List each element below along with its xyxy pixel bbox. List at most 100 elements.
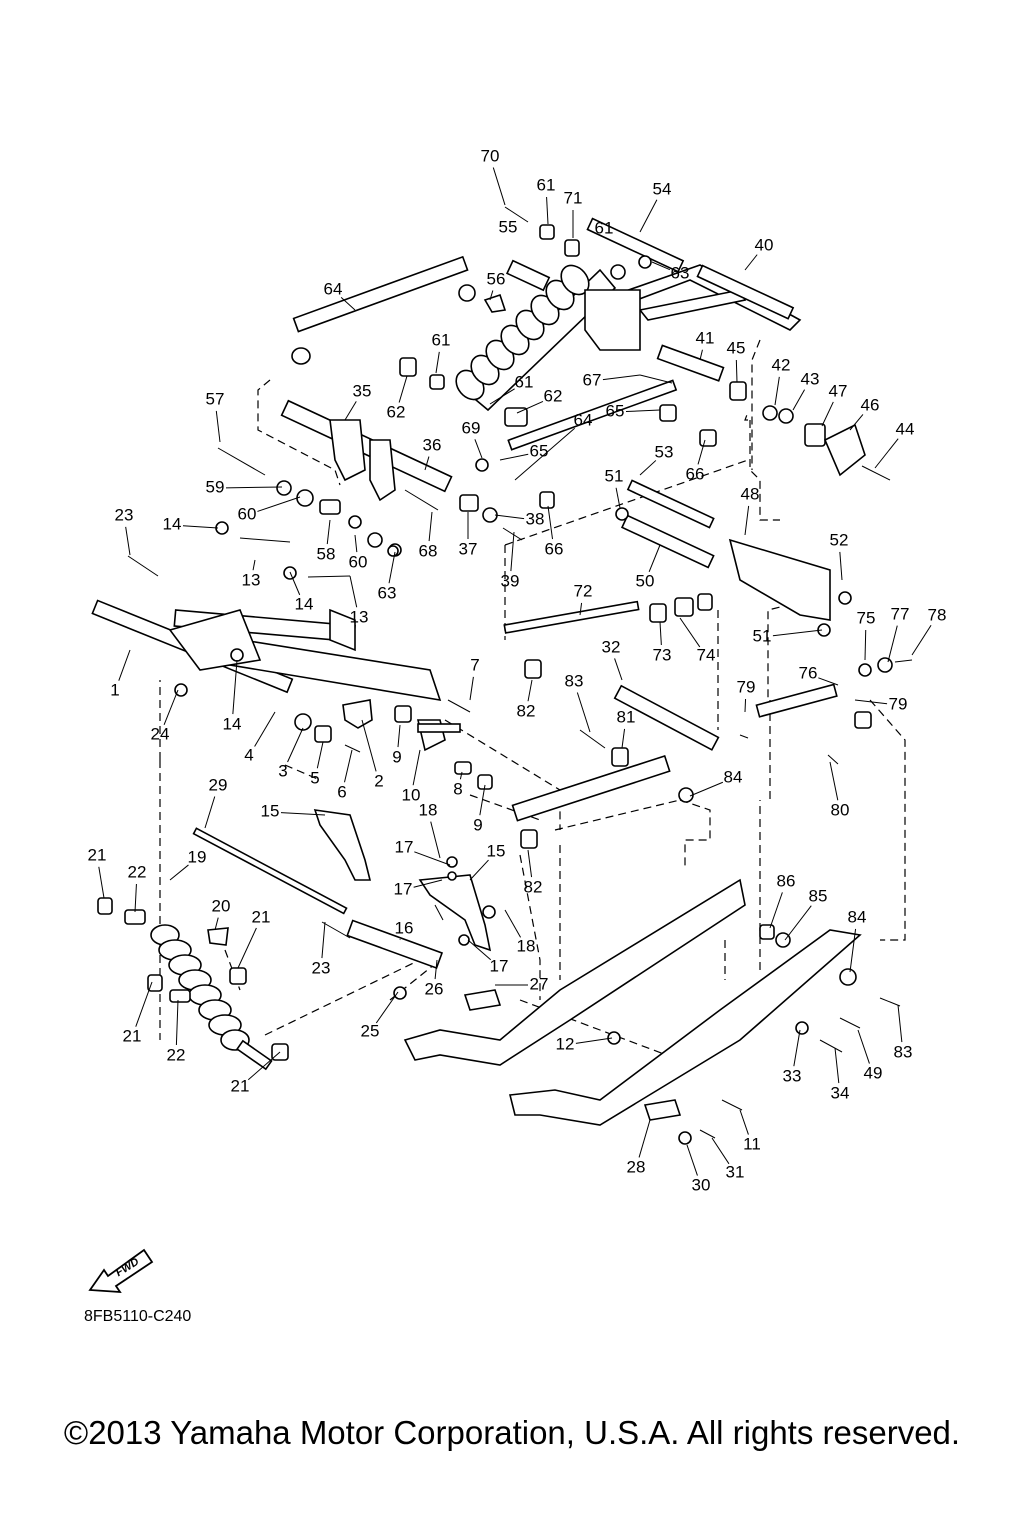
callout-17: 17 <box>395 837 414 856</box>
callout-83: 83 <box>894 1042 913 1061</box>
callout-43: 43 <box>801 369 820 388</box>
leader-line <box>459 771 463 780</box>
leader-line <box>639 460 657 476</box>
callout-74: 74 <box>697 645 716 664</box>
leader-line <box>849 928 857 973</box>
callout-65: 65 <box>606 401 625 420</box>
leader-line <box>492 167 506 206</box>
leader-line <box>232 659 238 715</box>
leader-line <box>412 749 421 786</box>
leader-line <box>474 439 483 459</box>
callout-51: 51 <box>753 626 772 645</box>
callout-61: 61 <box>537 175 556 194</box>
callout-28: 28 <box>627 1157 646 1176</box>
callout-68: 68 <box>419 541 438 560</box>
copyright-notice: ©2013 Yamaha Motor Corporation, U.S.A. A… <box>63 1414 961 1451</box>
callout-36: 36 <box>423 435 442 454</box>
leader-line <box>834 1047 840 1084</box>
callout-1: 1 <box>110 680 119 699</box>
callout-60: 60 <box>238 504 257 523</box>
leader-line <box>321 921 326 959</box>
leader-line <box>839 551 843 581</box>
leader-line <box>744 698 747 713</box>
leader-line <box>744 254 758 271</box>
callout-38: 38 <box>526 509 545 528</box>
callout-21: 21 <box>252 907 271 926</box>
leader-line <box>169 864 189 881</box>
callout-41: 41 <box>696 328 715 347</box>
leader-line <box>793 1029 801 1067</box>
leader-line <box>614 658 623 681</box>
callout-60: 60 <box>349 552 368 571</box>
leader-line <box>316 741 324 769</box>
callout-67: 67 <box>583 370 602 389</box>
callout-79: 79 <box>737 677 756 696</box>
callout-61: 61 <box>432 330 451 349</box>
leader-line <box>547 505 554 540</box>
callout-51: 51 <box>605 466 624 485</box>
callout-64: 64 <box>324 279 343 298</box>
leader-line <box>163 689 179 725</box>
callout-18: 18 <box>419 800 438 819</box>
leader-line <box>621 728 626 749</box>
leader-line <box>214 917 219 931</box>
callout-39: 39 <box>501 571 520 590</box>
callout-71: 71 <box>564 188 583 207</box>
leader-line <box>625 409 661 413</box>
leader-line <box>435 351 440 374</box>
callout-3: 3 <box>278 761 287 780</box>
leader-line <box>252 559 256 571</box>
callout-9: 9 <box>473 815 482 834</box>
leader-line <box>602 374 641 381</box>
leader-line <box>489 290 494 301</box>
leader-line <box>428 511 433 542</box>
callout-52: 52 <box>830 530 849 549</box>
forward-direction-icon: FWD <box>88 1248 154 1294</box>
leader-line <box>546 196 549 225</box>
leader-line <box>857 1029 870 1064</box>
callout-76: 76 <box>799 663 818 682</box>
callout-63: 63 <box>671 263 690 282</box>
leader-line <box>479 784 486 816</box>
leader-line <box>514 427 576 481</box>
callout-49: 49 <box>864 1063 883 1082</box>
callout-20: 20 <box>212 896 231 915</box>
leader-line <box>247 1051 281 1081</box>
leader-line <box>887 625 898 663</box>
callout-33: 33 <box>783 1066 802 1085</box>
leader-line <box>326 519 331 545</box>
leader-line <box>237 927 257 969</box>
leader-line <box>280 812 326 816</box>
leader-line <box>388 551 396 584</box>
callout-62: 62 <box>387 402 406 421</box>
callout-42: 42 <box>772 355 791 374</box>
callout-13: 13 <box>350 607 369 626</box>
callout-66: 66 <box>686 464 705 483</box>
leader-line <box>215 410 221 443</box>
callout-75: 75 <box>857 608 876 627</box>
leader-line <box>134 883 137 913</box>
leader-line <box>340 297 356 311</box>
callout-8: 8 <box>453 779 462 798</box>
callout-24: 24 <box>151 724 170 743</box>
callout-73: 73 <box>653 645 672 664</box>
callout-22: 22 <box>167 1045 186 1064</box>
leader-line <box>430 821 441 859</box>
leader-line <box>175 999 179 1046</box>
leader-line <box>897 1004 903 1043</box>
leader-line <box>344 401 357 421</box>
leader-line <box>576 692 591 733</box>
rear-suspension-drawing <box>91 206 913 1145</box>
leader-line <box>579 602 583 616</box>
leader-line <box>135 981 153 1027</box>
callout-10: 10 <box>402 785 421 804</box>
callout-56: 56 <box>487 269 506 288</box>
callout-78: 78 <box>928 605 947 624</box>
callout-35: 35 <box>353 381 372 400</box>
leader-line <box>648 544 661 572</box>
leader-line <box>699 349 703 361</box>
callout-18: 18 <box>517 936 536 955</box>
leader-line <box>349 575 358 608</box>
leader-line <box>504 909 522 938</box>
callout-30: 30 <box>692 1175 711 1194</box>
